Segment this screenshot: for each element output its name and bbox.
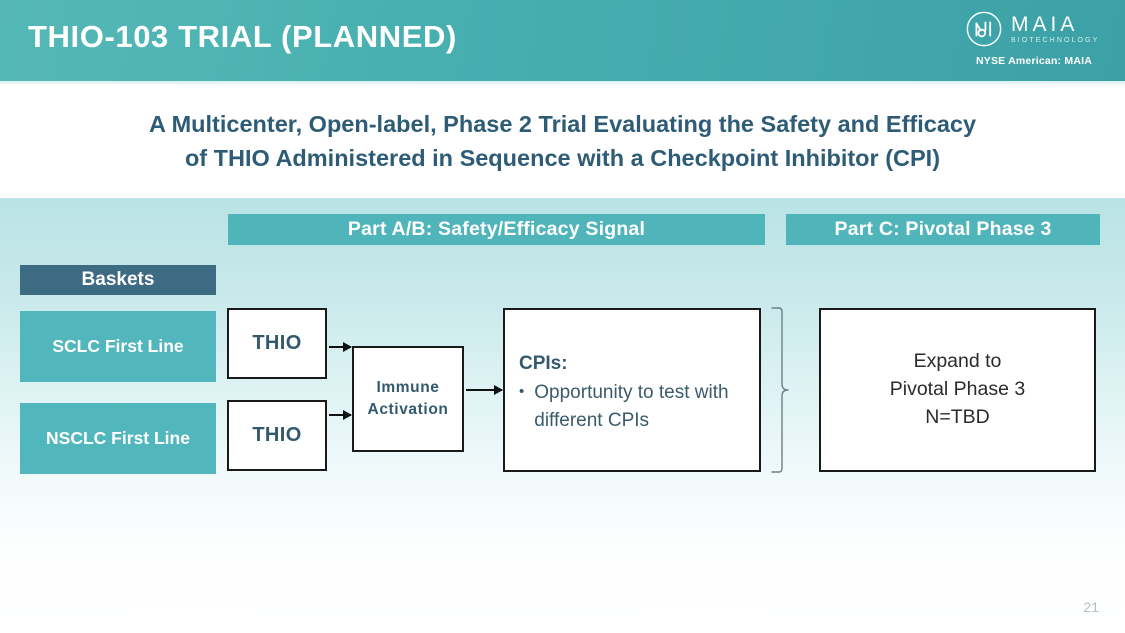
logo-wordmark: MAIA BIOTECHNOLOGY (1011, 14, 1099, 44)
expand-line-1: Expand to (913, 350, 1002, 373)
ticker-label: NYSE American: MAIA (975, 55, 1093, 67)
immune-activation-line-2: Activation (367, 401, 449, 418)
slide-subtitle: A Multicenter, Open-label, Phase 2 Trial… (0, 108, 1125, 175)
thio-box-sclc: THIO (227, 308, 327, 379)
arrow-immune-to-cpis-icon (466, 385, 503, 396)
logo-tagline-text: BIOTECHNOLOGY (1011, 37, 1100, 44)
cpis-bullet-item: • Opportunity to test with different CPI… (519, 379, 751, 434)
expand-line-3: N=TBD (925, 405, 990, 428)
immune-activation-box: Immune Activation (352, 346, 464, 452)
subtitle-line-1: A Multicenter, Open-label, Phase 2 Trial… (148, 111, 977, 137)
thio-box-nsclc: THIO (227, 400, 327, 471)
subtitle-band: A Multicenter, Open-label, Phase 2 Trial… (0, 84, 1125, 198)
banner-part-ab: Part A/B: Safety/Efficacy Signal (228, 214, 765, 245)
basket-nsclc-first-line: NSCLC First Line (20, 403, 216, 474)
expand-text: Expand to Pivotal Phase 3 N=TBD (890, 348, 1026, 431)
baskets-header: Baskets (20, 265, 216, 295)
banner-part-c: Part C: Pivotal Phase 3 (786, 214, 1100, 245)
cpis-title: CPIs: (519, 353, 568, 374)
bullet-dot-icon: • (519, 383, 525, 400)
logo-brand-text: MAIA (1011, 13, 1079, 36)
logo-row: MAIA BIOTECHNOLOGY (959, 10, 1109, 48)
cpis-box: CPIs: • Opportunity to test with differe… (503, 308, 761, 472)
basket-sclc-first-line: SCLC First Line (20, 311, 216, 382)
curly-brace-icon (769, 306, 789, 474)
expand-pivotal-box: Expand to Pivotal Phase 3 N=TBD (819, 308, 1096, 472)
header-underline (0, 81, 1125, 84)
cpis-bullet-text: Opportunity to test with different CPIs (534, 382, 729, 431)
page-number: 21 (1083, 599, 1099, 615)
slide-header (0, 0, 1125, 81)
expand-line-2: Pivotal Phase 3 (889, 378, 1026, 401)
immune-activation-text: Immune Activation (368, 377, 449, 421)
immune-activation-line-1: Immune (376, 379, 440, 396)
cpis-content: CPIs: • Opportunity to test with differe… (519, 353, 751, 434)
arrow-thio-sclc-to-immune-icon (329, 342, 352, 353)
arrow-thio-nsclc-to-immune-icon (329, 410, 352, 421)
page-title: THIO-103 TRIAL (PLANNED) (28, 19, 457, 54)
subtitle-line-2: of THIO Administered in Sequence with a … (184, 144, 941, 171)
maia-monogram-icon (965, 10, 1003, 48)
company-logo: MAIA BIOTECHNOLOGY NYSE American: MAIA (959, 10, 1109, 67)
diagram-area: Part A/B: Safety/Efficacy Signal Part C:… (0, 198, 1125, 633)
